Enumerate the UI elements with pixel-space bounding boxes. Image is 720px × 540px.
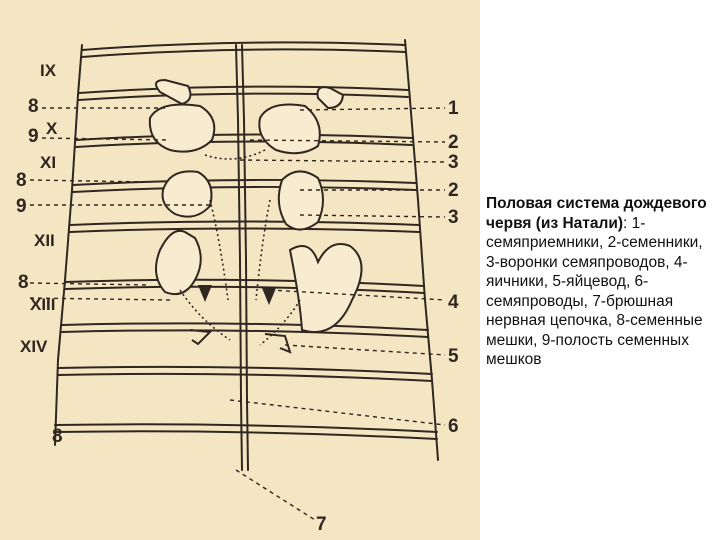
right-label-2a: 2 (448, 132, 459, 153)
figure-caption: Половая система дождевого червя (из Ната… (486, 194, 710, 370)
seminal-receptacle-right (318, 87, 344, 108)
seminal-receptacle-left (156, 80, 190, 104)
left-label-8c: 8 (18, 272, 29, 293)
right-label-5: 5 (448, 346, 459, 367)
ovaries (198, 285, 276, 305)
segment-label-xiii: XIII (30, 295, 56, 314)
right-label-6: 6 (448, 416, 459, 437)
right-label-2b: 2 (448, 180, 459, 201)
seminal-vesicle-left-upper (150, 105, 214, 152)
body-left-edge (55, 45, 82, 445)
right-label-3a: 3 (448, 152, 459, 173)
segment-label-x: X (46, 119, 58, 138)
left-label-8a: 8 (28, 96, 39, 117)
segment-label-xii: XII (34, 231, 55, 250)
ventral-nerve-cord (236, 45, 242, 470)
right-label-7: 7 (316, 514, 327, 535)
caption-legend: : 1-семяприемники, 2-семенники, 3-воронк… (486, 215, 703, 369)
right-label-4: 4 (448, 292, 459, 313)
earthworm-diagram: IX X XI XII XIII XIV 8 9 8 9 8 8 1 2 3 2… (0, 0, 480, 540)
ovary-left (198, 285, 212, 302)
seminal-vesicle-right-large (290, 244, 362, 332)
caption-title: Половая система дождевого червя (из Ната… (486, 195, 707, 232)
right-label-3b: 3 (448, 207, 459, 228)
seminal-vesicle-left-lower (163, 171, 212, 216)
seminal-vesicle-left-large (156, 231, 201, 294)
seminal-vesicle-right-lower (279, 171, 323, 229)
left-label-8b: 8 (16, 170, 27, 191)
earthworm-figure: IX X XI XII XIII XIV 8 9 8 9 8 8 1 2 3 2… (0, 0, 480, 540)
organs (150, 80, 362, 332)
segment-label-xiv: XIV (20, 337, 48, 356)
left-label-8d: 8 (52, 426, 63, 447)
body-right-edge (405, 40, 438, 460)
right-label-1: 1 (448, 98, 459, 119)
left-label-9a: 9 (28, 126, 39, 147)
left-label-9b: 9 (16, 196, 27, 217)
seminal-vesicle-right-upper (259, 105, 319, 154)
segment-label-ix: IX (40, 61, 57, 80)
segment-label-xi: XI (40, 153, 56, 172)
